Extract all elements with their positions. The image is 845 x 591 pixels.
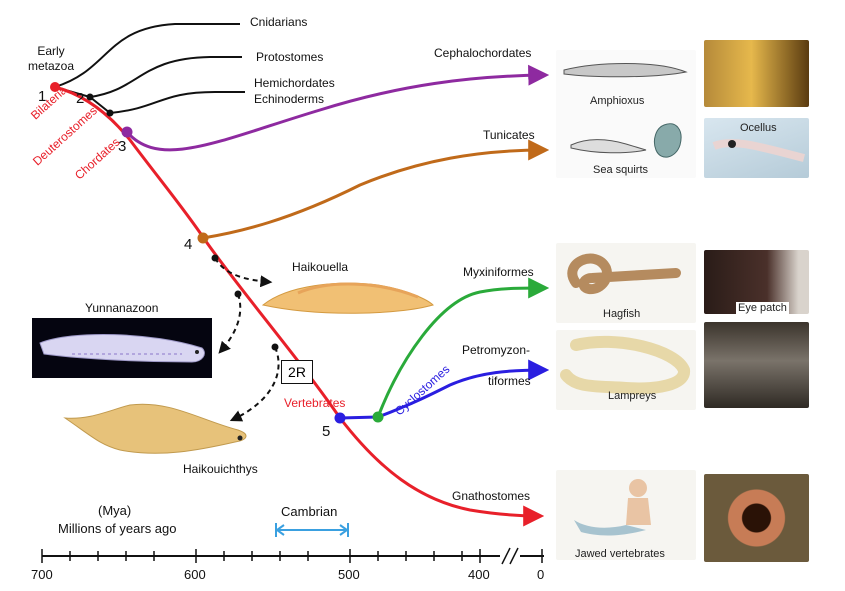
time-axis [41, 547, 544, 565]
node-deut-dot [106, 109, 114, 117]
node-cyclostome-dot [372, 411, 384, 423]
taxon-echinoderms: Echinoderms [254, 92, 325, 106]
caption-hagfish: Hagfish [603, 308, 641, 320]
caption-jawed-vertebrates: Jawed vertebrates [575, 548, 665, 560]
jawed-vertebrates-panel [556, 470, 696, 560]
node-1-dot [50, 82, 60, 92]
caption-amphioxus: Amphioxus [590, 95, 645, 107]
branch-protostomes [89, 56, 242, 98]
fossil-link-haikouichthys [229, 346, 280, 422]
node-2-label: 2 [76, 90, 85, 107]
branch-cnidarians [54, 23, 240, 88]
taxon-petromyzontiformes-1: Petromyzon- [462, 343, 531, 357]
branch-cephalochordates [125, 64, 550, 152]
haikouella-illustration [261, 282, 434, 314]
tick-500: 500 [338, 567, 360, 582]
axis-unit: (Mya) [98, 503, 132, 518]
tick-700: 700 [31, 567, 53, 582]
tick-600: 600 [184, 567, 206, 582]
lamprey-photo [704, 322, 809, 408]
taxon-petromyzontiformes-2: tiformes [488, 374, 531, 388]
haikouichthys-illustration [63, 403, 247, 454]
branch-tunicates [202, 139, 550, 240]
fossil-haikouella-label: Haikouella [292, 260, 349, 274]
hagfish-panel [556, 243, 696, 323]
node-4-label: 4 [184, 236, 193, 253]
taxon-protostomes: Protostomes [256, 50, 324, 64]
fossil-yunnanazoon-label: Yunnanazoon [85, 301, 159, 315]
caption-sea-squirts: Sea squirts [593, 164, 649, 176]
fossil-haikouichthys-label: Haikouichthys [183, 462, 258, 476]
caption-ocellus: Ocellus [740, 122, 777, 134]
node-5-dot [334, 412, 346, 424]
axis-title: Millions of years ago [58, 521, 177, 536]
branch-deuterostome-inverts [109, 91, 245, 114]
branch-lampreys [377, 359, 550, 419]
caption-eye-patch: Eye patch [736, 302, 789, 314]
tick-400: 400 [468, 567, 490, 582]
tick-0: 0 [537, 567, 545, 582]
taxon-gnathostomes: Gnathostomes [452, 489, 531, 503]
fossil-link-haikouella [214, 257, 273, 288]
node-3-label: 3 [118, 138, 127, 155]
node-1-label: 1 [38, 88, 47, 105]
amphioxus-panel [556, 50, 696, 115]
fossil-link-yunnanazoon [218, 293, 242, 354]
yunnanazoon-illustration [32, 318, 212, 378]
clade-vertebrates: Vertebrates [284, 396, 346, 410]
taxon-cephalochordates: Cephalochordates [434, 46, 532, 60]
early-metazoa-label: Early metazoa [28, 44, 75, 73]
node-5-label: 5 [322, 423, 331, 440]
node-3-dot [121, 126, 133, 138]
taxon-cnidarians: Cnidarians [250, 15, 308, 29]
node-4-dot [197, 232, 209, 244]
branch-cyclostomes [339, 415, 379, 420]
amphioxus-photo [704, 40, 809, 107]
node-2-dot [86, 93, 94, 101]
lamprey-panel [556, 330, 696, 410]
cambrian-label: Cambrian [281, 504, 338, 519]
taxon-myxiniformes: Myxiniformes [463, 265, 534, 279]
taxon-hemichordates: Hemichordates [254, 76, 335, 90]
vertebrate-lineage [54, 85, 545, 527]
taxon-tunicates: Tunicates [483, 128, 535, 142]
event-2r-box: 2R [281, 360, 313, 384]
branch-hagfish [376, 277, 550, 418]
ocellus-photo [704, 118, 809, 178]
sea-squirt-panel [556, 110, 696, 178]
jawed-eye-photo [704, 474, 809, 562]
caption-lampreys: Lampreys [608, 390, 657, 402]
